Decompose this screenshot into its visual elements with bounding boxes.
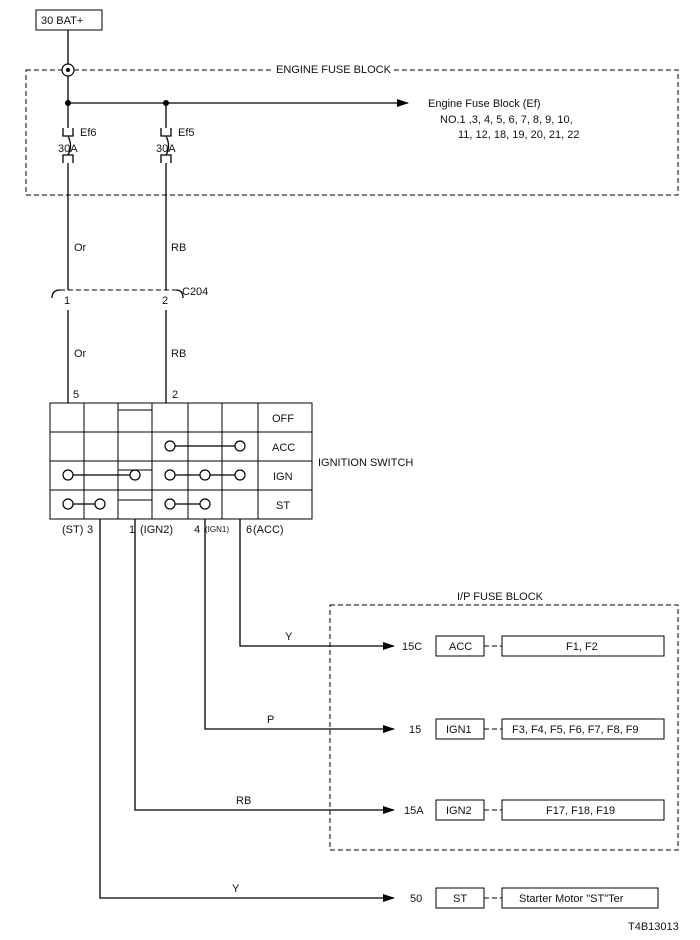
fuse-rating: 30A	[156, 143, 176, 155]
wire-color-label: Y	[285, 631, 293, 643]
fuse-list: F17, F18, F19	[546, 805, 615, 817]
engine-fuse-block-title: ENGINE FUSE BLOCK	[276, 64, 392, 76]
ignition-switch-table	[49, 402, 313, 520]
switch-position-off: OFF	[272, 413, 294, 425]
ef-arrow-list-2: 11, 12, 18, 19, 20, 21, 22	[458, 129, 580, 141]
wire-st	[99, 519, 395, 902]
switch-position-st: ST	[276, 500, 290, 512]
fuse-ef5: Ef5 30A	[156, 103, 195, 163]
switch-contacts-acc	[164, 440, 246, 452]
fuse-name: Ef6	[80, 127, 97, 139]
figure-id: T4B13013	[628, 921, 679, 933]
wire-acc	[239, 519, 395, 650]
fuse-pin: 15C	[402, 641, 422, 653]
switch-pin: 2	[172, 389, 178, 401]
ef-arrow-title: Engine Fuse Block (Ef)	[428, 98, 541, 110]
switch-pin: 4	[194, 524, 200, 536]
switch-pin: 6	[246, 524, 252, 536]
battery-terminal: 30 BAT+	[35, 9, 103, 31]
switch-position-acc: ACC	[272, 442, 295, 454]
ip-fuse-row-acc: 15C ACC F1, F2	[402, 635, 665, 657]
connector-name: C204	[182, 286, 208, 298]
ignition-switch-label: IGNITION SWITCH	[318, 457, 413, 469]
fuse-name: Ef5	[178, 127, 195, 139]
ip-fuse-row-ign1: 15 IGN1 F3, F4, F5, F6, F7, F8, F9	[409, 718, 665, 740]
wire-ign2	[134, 519, 395, 814]
switch-position-ign: IGN	[273, 471, 293, 483]
pin-suffix: (ACC)	[253, 524, 284, 536]
switch-contacts-ign	[62, 469, 246, 481]
fuse-pin: 15	[409, 724, 421, 736]
circuit-label: ST	[453, 893, 467, 905]
battery-label: 30 BAT+	[41, 15, 83, 27]
fuse-pin: 15A	[404, 805, 424, 817]
circuit-label: ACC	[449, 641, 472, 653]
connector-pin: 2	[162, 295, 168, 307]
wire-color-label: Or	[74, 348, 87, 360]
switch-pin: 1	[129, 524, 135, 536]
wire-color-label: P	[267, 714, 274, 726]
pin-suffix: (IGN1)	[205, 525, 229, 534]
wire-color-label: Or	[74, 242, 87, 254]
fuse-list: F1, F2	[566, 641, 598, 653]
fuse-rating: 30A	[58, 143, 78, 155]
connector-pin: 1	[64, 295, 70, 307]
pin-suffix: (IGN2)	[140, 524, 173, 536]
ef-arrow-list-1: NO.1 ,3, 4, 5, 6, 7, 8, 9, 10,	[440, 114, 573, 126]
wire-color-label: RB	[171, 242, 186, 254]
fuse-pin: 50	[410, 893, 422, 905]
ip-fuse-block-title: I/P FUSE BLOCK	[457, 591, 544, 603]
starter-motor-label: Starter Motor "ST"Ter	[519, 893, 624, 905]
starter-row: 50 ST Starter Motor "ST"Ter	[410, 887, 659, 909]
wire-color-label: Y	[232, 883, 240, 895]
connector-c204: 1 2 C204	[51, 286, 208, 307]
ip-fuse-row-ign2: 15A IGN2 F17, F18, F19	[404, 799, 665, 821]
engine-fuse-block-outline	[25, 69, 679, 196]
switch-pin: 5	[73, 389, 79, 401]
pin-prefix: (ST)	[62, 524, 83, 536]
wire-color-label: RB	[171, 348, 186, 360]
circuit-label: IGN2	[446, 805, 472, 817]
wire-ign1	[204, 519, 395, 733]
switch-contacts-st	[62, 498, 211, 510]
circuit-label: IGN1	[446, 724, 472, 736]
wire-color-label: RB	[236, 795, 251, 807]
fuse-list: F3, F4, F5, F6, F7, F8, F9	[512, 724, 639, 736]
switch-pin: 3	[87, 524, 93, 536]
fuse-ef6: Ef6 30A	[58, 103, 97, 163]
